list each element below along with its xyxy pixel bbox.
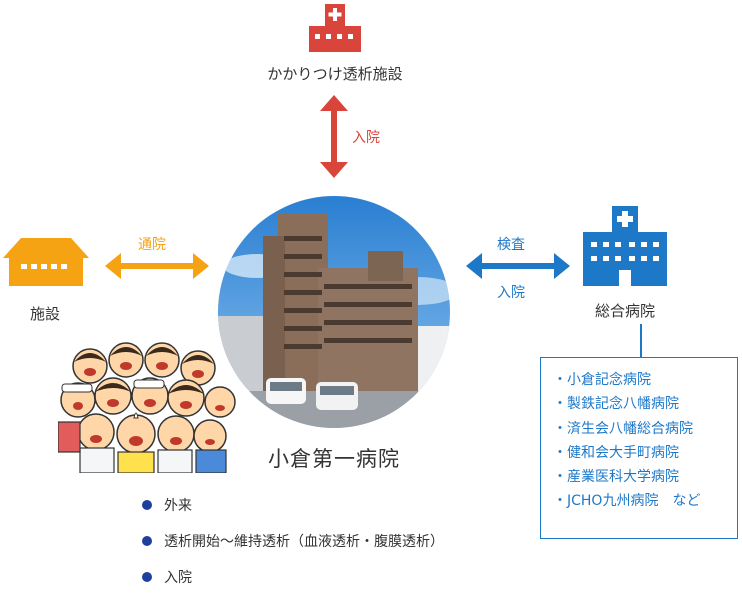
top-double-arrow: [319, 95, 349, 178]
staff-illustration: [58, 338, 238, 473]
right-double-arrow: [466, 252, 570, 280]
left-arrow-label: 通院: [138, 237, 166, 253]
top-arrow-label: 入院: [352, 130, 380, 146]
list-item: ・産業医科大学病院: [553, 469, 679, 486]
facility-label: 施設: [29, 305, 60, 323]
main-hospital-name: 小倉第一病院: [268, 447, 400, 471]
dialysis-facility-icon: [309, 4, 361, 52]
hospital-building-photo: [218, 196, 450, 428]
facility-icon: [3, 238, 89, 286]
hospital-list-box: ・小倉記念病院 ・製鉄記念八幡病院 ・済生会八幡総合病院 ・健和会大手町病院 ・…: [540, 357, 738, 539]
right-arrow-label-top: 検査: [497, 237, 525, 253]
general-hospital-icon: [583, 206, 667, 286]
service-item: 透析開始～維持透析（血液透析・腹膜透析）: [142, 532, 444, 568]
list-item: ・健和会大手町病院: [553, 444, 679, 461]
list-item: ・済生会八幡総合病院: [553, 420, 693, 437]
general-hospital-label: 総合病院: [594, 302, 655, 320]
service-item: 外来: [142, 496, 444, 532]
bullet-icon: [142, 536, 152, 546]
services-list: 外来 透析開始～維持透析（血液透析・腹膜透析） 入院: [142, 496, 444, 604]
service-item: 入院: [142, 568, 444, 604]
list-item: ・JCHO九州病院 など: [553, 493, 701, 510]
right-arrow-label-bottom: 入院: [497, 285, 525, 301]
list-item: ・小倉記念病院: [553, 372, 651, 388]
connector-line: [640, 324, 642, 357]
list-item: ・製鉄記念八幡病院: [553, 396, 679, 413]
bullet-icon: [142, 572, 152, 582]
dialysis-facility-label: かかりつけ透析施設: [267, 65, 403, 83]
bullet-icon: [142, 500, 152, 510]
hospital-list: ・小倉記念病院 ・製鉄記念八幡病院 ・済生会八幡総合病院 ・健和会大手町病院 ・…: [541, 358, 737, 514]
left-double-arrow: [105, 252, 209, 280]
